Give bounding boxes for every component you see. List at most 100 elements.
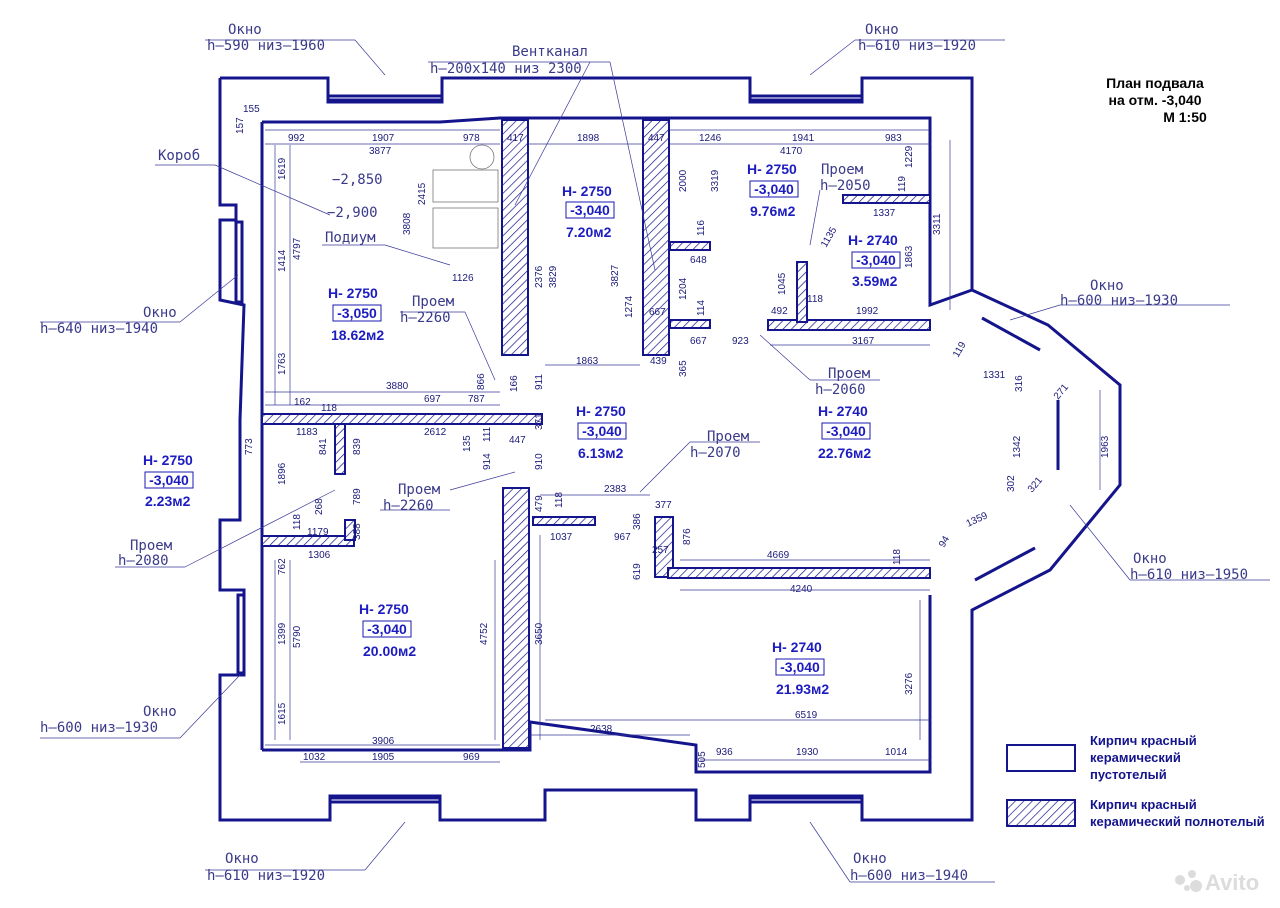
title-line-1: План подвала [1106,75,1204,91]
room-6-height: Н- 2740 [818,403,868,419]
window-b1-label: Окно [225,851,259,867]
dim-94: 94 [937,534,952,550]
room-5-mark-box [577,422,627,440]
partition-room4-top [842,194,931,204]
proem-5-label: Проем [398,482,441,498]
room-6: Н- 2740 -3,040 22.76м2 [818,403,871,461]
partition-room9-top [667,567,931,579]
dim-157: 157 [235,117,246,134]
room-5-area: 6.13м2 [578,445,624,461]
fixture-1 [432,169,499,203]
podium-label: Подиум [325,230,376,246]
dim-3808: 3808 [402,212,413,235]
dim-3877: 3877 [369,146,392,157]
window-r1-label: Окно [1090,278,1124,294]
legend-hollow-line-2: керамический [1090,750,1181,765]
dim-2000: 2000 [678,169,689,192]
dim-111: 111 [482,426,493,442]
dim-789: 789 [352,488,363,505]
room-6-area: 22.76м2 [818,445,871,461]
proem-l-label: Проем [130,538,173,554]
room-8-area: 20.00м2 [363,643,416,659]
dim-967: 967 [614,532,631,543]
dim-923: 923 [732,336,749,347]
room-9-mark-box [775,658,825,676]
dim-969: 969 [463,752,480,763]
dim-762: 762 [277,558,288,575]
dim-1615: 1615 [277,702,288,725]
dim-787: 787 [468,394,485,405]
inner-partitions [261,119,931,749]
dim-3319: 3319 [710,169,721,192]
dim-4170: 4170 [780,146,803,157]
room-3-area: 9.76м2 [750,203,796,219]
window-tr-height: h—610 низ—1920 [858,38,976,54]
partition-stub-1 [334,423,346,475]
window-left-2 [236,593,246,675]
room-2-area: 7.20м2 [566,224,612,240]
proem-2-label: Проем [412,294,455,310]
dim-1126: 1126 [452,273,474,284]
partition-room4-left [796,261,808,323]
dim-119: 119 [897,176,908,192]
dim-983: 983 [885,133,902,144]
dim-619: 619 [632,563,643,580]
title-line-2: на отм. -3,040 [1108,92,1201,108]
window-l1-height: h—640 низ—1940 [40,321,158,337]
dim-6519: 6519 [795,710,818,721]
room-7-area: 2.23м2 [145,493,191,509]
dim-978: 978 [463,133,480,144]
dim-5790: 5790 [292,625,303,648]
dim-1032: 1032 [303,752,326,763]
dim-1359: 1359 [965,510,990,530]
room-5: Н- 2750 -3,040 6.13м2 [576,403,627,461]
room-8-mark-box [362,620,412,638]
dim-1204: 1204 [678,277,689,300]
room-7-height: Н- 2750 [143,452,193,468]
proem-5-height: h—2260 [383,498,434,514]
dimension-lines [265,129,1101,763]
window-tl-height: h—590 низ—1960 [207,38,325,54]
dim-2415: 2415 [417,182,428,205]
room-2-height: Н- 2750 [562,183,612,199]
dim-1037: 1037 [550,532,573,543]
dim-166: 166 [509,375,520,392]
leader-lines [40,39,1270,883]
dim-386: 386 [632,513,643,530]
room-4-area: 3.59м2 [852,273,898,289]
dim-1179: 1179 [307,527,329,538]
room-7-mark-box [144,471,194,489]
dim-1337: 1337 [873,208,896,219]
room-5-height: Н- 2750 [576,403,626,419]
dim-1183: 1183 [296,427,318,438]
legend: Кирпич красный керамический пустотелый К… [1006,733,1265,829]
dim-648: 648 [690,255,707,266]
window-bottom-left [328,794,442,804]
room-1-mark-box [332,304,382,322]
dim-1229: 1229 [904,145,915,168]
dim-377: 377 [655,500,672,511]
window-tl-label: Окно [228,22,262,38]
window-l2-label: Окно [143,704,177,720]
dim-3276: 3276 [904,672,915,695]
room-1: Н- 2750 -3,050 18.62м2 [328,285,384,343]
plan-title: План подвала на отм. -3,040 М 1:50 [1106,75,1207,125]
proem-2-height: h—2260 [400,310,451,326]
dim-1414: 1414 [277,249,288,272]
partition-stub-3 [669,241,711,251]
solid-wall-mid [642,119,670,356]
window-r1-height: h—600 низ—1930 [1060,293,1178,309]
dim-492: 492 [771,306,788,317]
window-tr-label: Окно [865,22,899,38]
partition-stub-2 [344,519,356,541]
room-1-height: Н- 2750 [328,285,378,301]
dim-911: 911 [534,374,545,390]
rooms: Н- 2750 -3,050 18.62м2 Н- 2750 -3,040 7.… [143,161,901,697]
room-9-height: Н- 2740 [772,639,822,655]
dim-2376: 2376 [534,265,545,288]
dim-4752: 4752 [479,622,490,645]
dim-1898: 1898 [577,133,600,144]
dim-316: 316 [1014,375,1025,392]
dim-268: 268 [314,498,325,515]
